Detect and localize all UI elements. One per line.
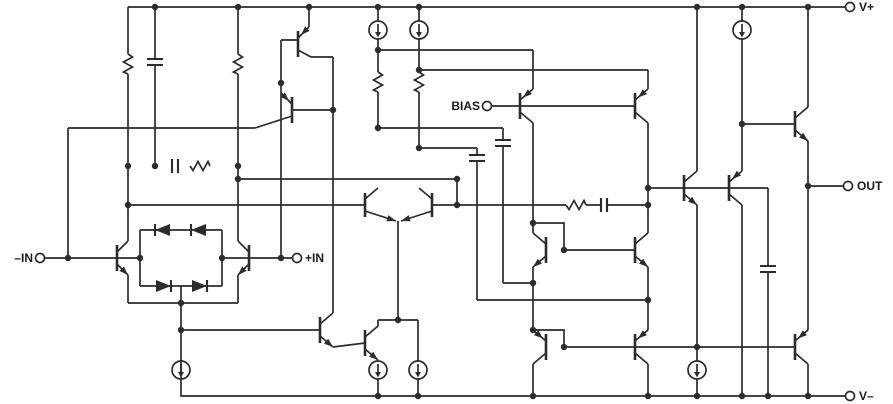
wires: [45, 6, 845, 397]
current-source-icon: [687, 360, 707, 380]
resistors: [121, 53, 587, 212]
current-source-icon: [368, 20, 388, 40]
diode-icon: [192, 280, 207, 292]
v-minus-label: V–: [859, 389, 874, 403]
diode-icon: [155, 224, 170, 236]
resistor-icon: [412, 71, 426, 93]
transistor-bars: [115, 31, 797, 360]
in-pos-label: +IN: [305, 251, 324, 265]
v-minus-rail: [180, 379, 845, 397]
diode-icon: [156, 280, 171, 292]
current-source-icon: [368, 360, 388, 380]
resistor-icon: [231, 53, 245, 75]
in-neg-terminal: [34, 252, 46, 264]
out-label: OUT: [857, 179, 883, 193]
current-source-icon: [409, 20, 429, 40]
input-clamp-diodes: [153, 224, 209, 292]
capacitor-icon: [599, 198, 609, 212]
current-sources: [171, 20, 752, 380]
capacitor-icon: [170, 159, 180, 173]
junction-dots: [64, 3, 812, 400]
resistor-icon: [189, 159, 211, 173]
capacitor-icon: [469, 153, 485, 163]
emitter-arrows: [119, 26, 811, 363]
capacitors: [147, 57, 776, 274]
current-source-icon: [732, 20, 752, 40]
resistor-icon: [371, 71, 385, 93]
capacitor-icon: [147, 57, 163, 67]
terminals: V+ OUT V– BIAS –IN +IN: [14, 0, 883, 403]
resistor-icon: [121, 53, 135, 75]
bias-label: BIAS: [451, 99, 480, 113]
in-neg-label: –IN: [14, 251, 33, 265]
resistor-icon: [565, 198, 587, 212]
in-pos-terminal: [291, 252, 303, 264]
transistors: [115, 26, 811, 365]
v-plus-label: V+: [859, 0, 874, 14]
bias-terminal: [481, 100, 493, 112]
v-minus-terminal: [844, 390, 856, 402]
current-source-icon: [408, 360, 428, 380]
transistor-leads: [116, 26, 809, 365]
v-plus-terminal: [844, 1, 856, 13]
capacitor-icon: [495, 138, 511, 148]
capacitor-icon: [760, 264, 776, 274]
out-terminal: [842, 180, 854, 192]
diode-icon: [191, 224, 206, 236]
